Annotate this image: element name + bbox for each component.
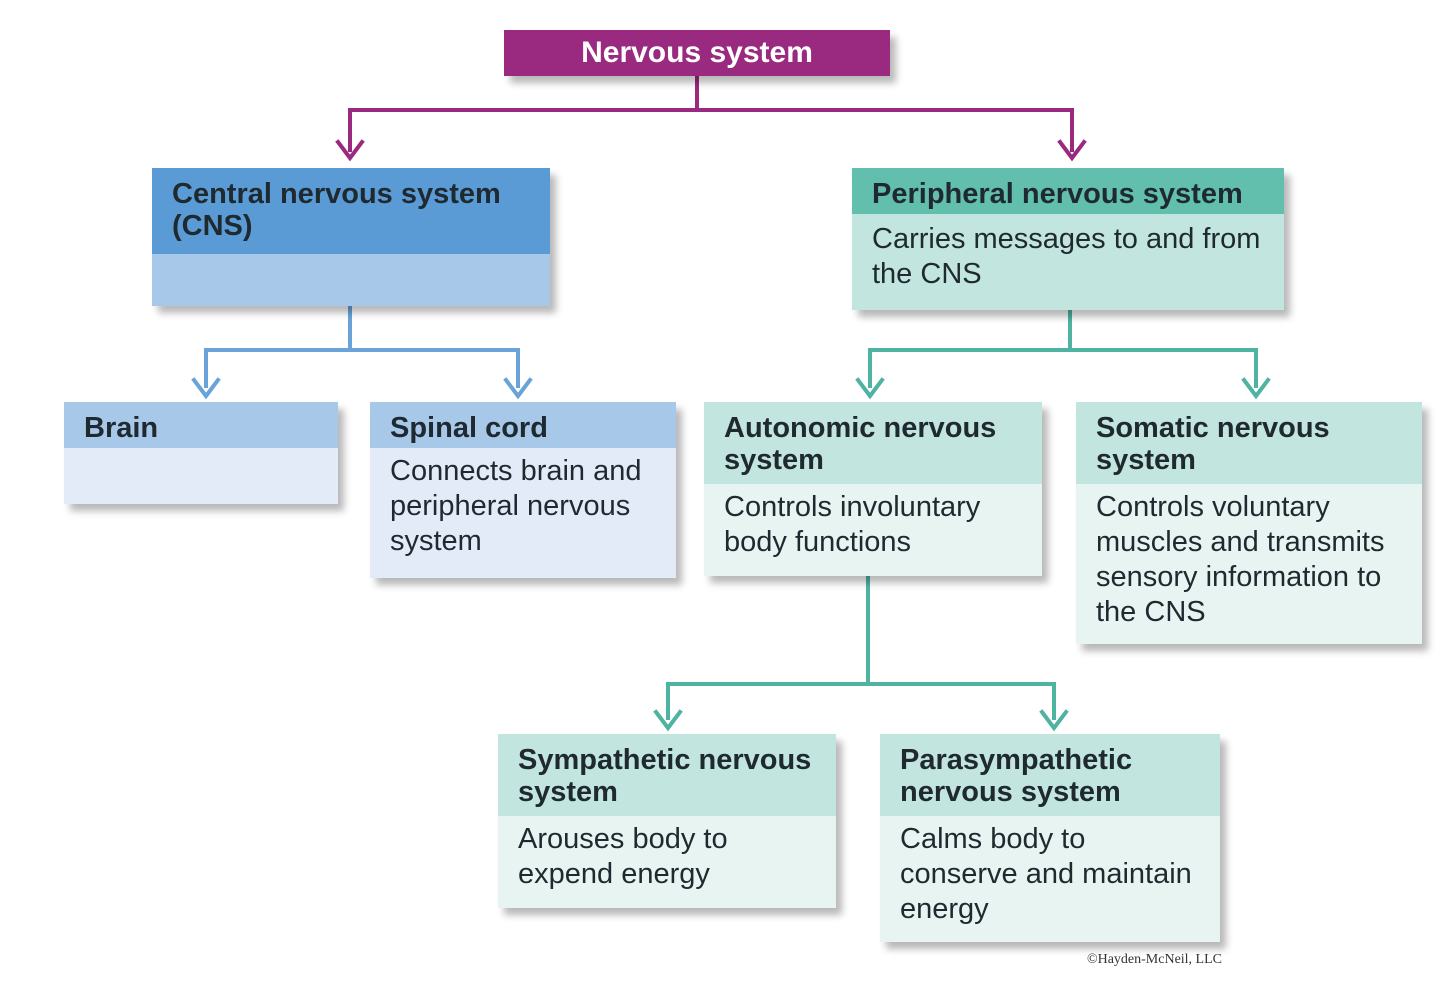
node-brain-title: Brain	[64, 402, 338, 448]
node-peripheral-nervous-system-description: Carries messages to and from the CNS	[852, 214, 1284, 310]
node-central-nervous-system-title: Central nervous system (CNS)	[152, 168, 550, 254]
node-brain-description	[64, 448, 338, 504]
node-sympathetic-nervous-system: Sympathetic nervous system Arouses body …	[498, 734, 836, 908]
connector-autonomic	[666, 574, 1056, 720]
node-brain: Brain	[64, 402, 338, 504]
arrowhead-to-somatic	[1241, 377, 1271, 400]
node-parasympathetic-nervous-system: Parasympathetic nervous system Calms bod…	[880, 734, 1220, 942]
node-sympathetic-nervous-system-description: Arouses body to expend energy	[498, 816, 836, 908]
node-spinal-cord: Spinal cord Connects brain and periphera…	[370, 402, 676, 578]
node-spinal-cord-description: Connects brain and peripheral nervous sy…	[370, 448, 676, 578]
node-somatic-nervous-system-description: Controls voluntary muscles and transmits…	[1076, 484, 1422, 644]
arrowhead-to-cns	[335, 139, 365, 162]
arrowhead-to-sympathetic	[653, 709, 683, 732]
node-sympathetic-nervous-system-title: Sympathetic nervous system	[498, 734, 836, 816]
node-central-nervous-system: Central nervous system (CNS)	[152, 168, 550, 306]
node-peripheral-nervous-system: Peripheral nervous system Carries messag…	[852, 168, 1284, 310]
node-autonomic-nervous-system: Autonomic nervous system Controls involu…	[704, 402, 1042, 576]
node-nervous-system: Nervous system	[504, 30, 890, 76]
connector-pns	[868, 308, 1258, 388]
node-somatic-nervous-system-title: Somatic nervous system	[1076, 402, 1422, 484]
arrowhead-to-pns	[1057, 139, 1087, 162]
connector-root	[348, 74, 1074, 152]
node-autonomic-nervous-system-title: Autonomic nervous system	[704, 402, 1042, 484]
node-spinal-cord-title: Spinal cord	[370, 402, 676, 448]
arrowhead-to-parasympathetic	[1039, 709, 1069, 732]
copyright-credit: ©Hayden-McNeil, LLC	[1086, 952, 1222, 967]
node-parasympathetic-nervous-system-title: Parasympathetic nervous system	[880, 734, 1220, 816]
node-autonomic-nervous-system-description: Controls involuntary body functions	[704, 484, 1042, 576]
node-parasympathetic-nervous-system-description: Calms body to conserve and maintain ener…	[880, 816, 1220, 942]
node-central-nervous-system-description	[152, 254, 550, 306]
arrowhead-to-autonomic	[855, 377, 885, 400]
node-peripheral-nervous-system-title: Peripheral nervous system	[852, 168, 1284, 214]
arrowhead-to-spinal-cord	[503, 377, 533, 400]
node-somatic-nervous-system: Somatic nervous system Controls voluntar…	[1076, 402, 1422, 644]
node-nervous-system-title: Nervous system	[581, 36, 813, 69]
arrowhead-to-brain	[191, 377, 221, 400]
connector-cns	[204, 304, 520, 388]
